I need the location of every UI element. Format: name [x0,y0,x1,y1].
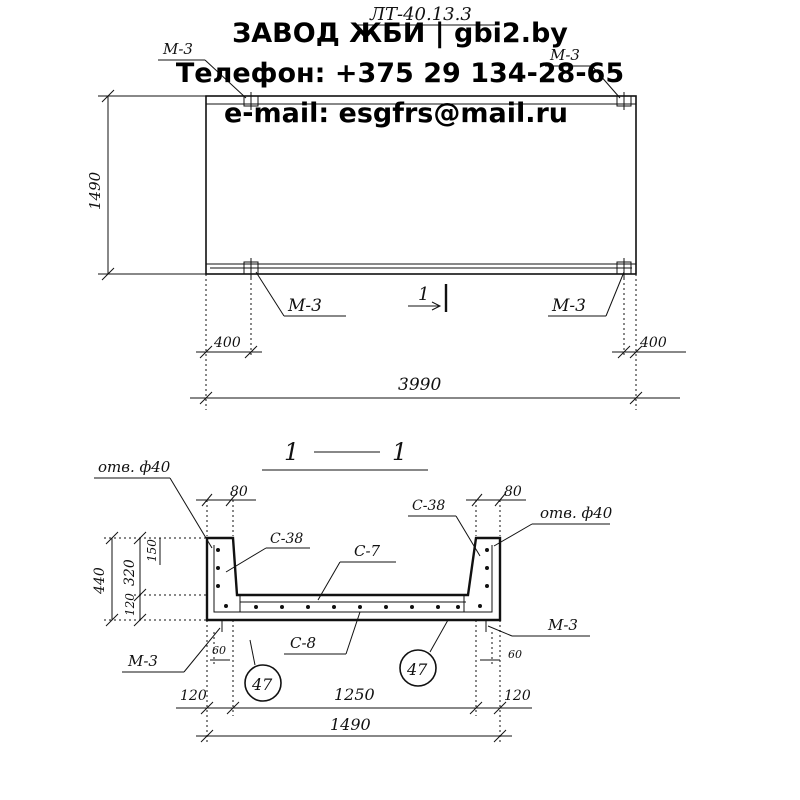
lifting-loop-top-left [243,92,259,110]
tray-profile [205,536,502,622]
rebar-c38-right: С-38 [412,498,445,514]
svg-text:80: 80 [504,484,522,500]
callout-m3-bottom-left: М-3 [287,296,322,316]
rebar-c38-left: С-38 [270,531,303,547]
svg-text:1250: 1250 [334,685,375,704]
rebar-c8: С-8 [290,634,316,652]
section-view: 1 1 [92,438,613,744]
callout-m3-top-left: М-3 [162,40,193,58]
plan-view: ЛТ-40.13.3 М-3 М-3 М-3 М-3 1 1 [86,4,686,410]
dimension-length: 3990 [190,375,680,405]
circle-mark-47-left: 47 [244,639,282,702]
leader-c38-left [225,547,267,573]
svg-text:60: 60 [508,648,522,661]
dimension-60-left: 60 [210,632,230,664]
leader-c8 [345,611,361,655]
lifting-loop-top-right [616,92,632,110]
circle-mark-47-right: 47 [399,619,449,687]
dimension-height: 1490 [86,89,206,281]
dimension-60-right: 60 [480,632,522,664]
dimension-bottom-row: 120 1250 120 [176,620,532,744]
leader-m3-top-left [204,59,247,99]
callout-m3-bottom-right: М-3 [551,296,586,316]
leader-m3-bottom-right [605,271,625,317]
watermark-line-1: ЗАВОД ЖБИ | gbi2.by [232,18,568,49]
leader-m3-section-left [183,627,221,673]
dimension-total-width: 1490 [196,715,512,743]
mark-m3-section-right: М-3 [547,616,578,634]
svg-text:120: 120 [123,593,137,616]
dimension-80-right: 80 [466,484,526,536]
svg-text:440: 440 [92,567,108,595]
watermark-line-3: e-mail: esgfrs@mail.ru [224,98,568,129]
rebar-dots [216,548,489,609]
section-marker-1: 1 [408,284,448,312]
dimension-80-left: 80 [196,484,256,536]
hole-label-left: отв. ф40 [98,458,171,476]
svg-text:1: 1 [418,284,429,305]
slab-outline [205,95,637,275]
svg-text:3990: 3990 [398,375,441,395]
lifting-loop-bottom-left [243,258,259,278]
leader-c38-right [455,515,481,557]
svg-text:1490: 1490 [86,171,104,210]
callout-m3-top-right: М-3 [549,46,580,64]
svg-text:150: 150 [145,539,159,562]
leader-c7 [317,561,341,601]
dimension-end-right: 400 [612,335,686,359]
lifting-loop-bottom-right [616,258,632,278]
leader-hole-left [169,477,213,549]
svg-text:400: 400 [639,335,667,351]
watermark-header: ЗАВОД ЖБИ | gbi2.by Телефон: +375 29 134… [176,18,624,129]
svg-text:320: 320 [122,559,138,586]
svg-text:60: 60 [212,644,226,657]
svg-text:120: 120 [504,688,531,704]
section-title-right: 1 [392,438,407,466]
svg-text:1490: 1490 [330,715,371,734]
mark-m3-section-left: М-3 [127,652,158,670]
svg-text:47: 47 [406,660,428,679]
product-mark: ЛТ-40.13.3 [369,4,472,25]
watermark-line-2: Телефон: +375 29 134-28-65 [176,58,624,89]
leader-hole-right [493,523,533,547]
dimension-end-left: 400 [196,335,262,359]
dimension-vertical-stack: 440 320 150 120 [92,531,207,627]
svg-text:47: 47 [251,675,273,694]
hole-label-right: отв. ф40 [540,504,613,522]
rebar-contour [213,545,493,613]
svg-text:400: 400 [213,335,241,351]
section-title-left: 1 [284,438,299,466]
rebar-c7: С-7 [354,542,381,560]
leader-m3-top-right [591,65,621,99]
leader-m3-bottom-left [255,271,285,317]
svg-text:120: 120 [180,688,207,704]
svg-text:80: 80 [230,484,248,500]
